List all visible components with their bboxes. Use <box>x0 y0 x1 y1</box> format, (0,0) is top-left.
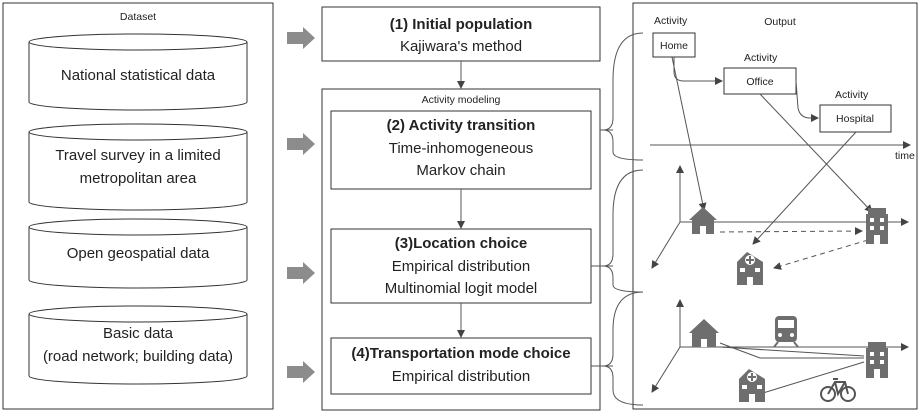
process-column: (1) Initial population Kajiwara's method… <box>321 6 613 411</box>
block-arrow-icon <box>287 262 315 284</box>
train-icon <box>773 316 799 348</box>
location-choice-line: Empirical distribution <box>392 258 530 275</box>
office-label: Office <box>746 76 773 88</box>
trip-dashed-line <box>773 239 869 270</box>
mode-choice-title: (4)Transportation mode choice <box>351 345 570 362</box>
dataset-cylinder-basic-data: Basic data (road network; building data) <box>28 305 248 385</box>
time-axis-label: time <box>895 150 915 162</box>
activity-transition-line: Time-inhomogeneous <box>389 140 534 157</box>
hospital-icon <box>739 369 765 402</box>
dataset-item-label: Basic data <box>103 325 174 342</box>
hospital-icon <box>737 252 763 285</box>
office-activity-box <box>723 67 797 95</box>
activity-label: Activity <box>744 52 778 64</box>
mode-route <box>762 361 865 394</box>
mode-axis-z <box>651 346 681 393</box>
activity-modeling-label: Activity modeling <box>422 94 501 106</box>
map-axis-z <box>651 221 681 269</box>
dataset-cylinder-travel-survey: Travel survey in a limited metropolitan … <box>28 123 248 211</box>
trip-dashed-line <box>719 227 863 236</box>
flow-arrows <box>287 27 315 383</box>
location-choice-line: Multinomial logit model <box>385 280 538 297</box>
dataset-cylinder-national: National statistical data <box>28 33 248 111</box>
mode-route <box>719 346 865 357</box>
initial-population-method: Kajiwara's method <box>400 38 522 55</box>
initial-population-title: (1) Initial population <box>390 16 533 33</box>
output-title: Output <box>764 16 796 28</box>
dataset-title: Dataset <box>120 11 156 23</box>
dataset-panel: Dataset National statistical data Travel… <box>2 2 274 410</box>
house-icon <box>689 207 717 234</box>
bicycle-icon <box>820 378 856 402</box>
location-choice-title: (3)Location choice <box>395 235 528 252</box>
house-icon <box>689 319 719 347</box>
brace-transition <box>602 32 644 161</box>
activity-transition-line: Markov chain <box>416 162 505 179</box>
office-building-icon <box>866 342 888 378</box>
projection-line <box>752 131 857 245</box>
block-arrow-icon <box>287 27 315 49</box>
home-activity-box <box>652 32 696 58</box>
transition-arrow <box>795 80 819 122</box>
mode-route <box>719 342 761 359</box>
dataset-item-label: Travel survey in a limited <box>55 147 220 164</box>
dataset-item-label: metropolitan area <box>80 170 197 187</box>
projection-line <box>759 93 873 213</box>
mode-choice-line: Empirical distribution <box>392 368 530 385</box>
dataset-item-label: (road network; building data) <box>43 348 233 365</box>
dataset-cylinder-open-geospatial: Open geospatial data <box>28 218 248 289</box>
dataset-item-label: National statistical data <box>61 67 216 84</box>
block-arrow-icon <box>287 361 315 383</box>
brace-mode <box>602 291 644 406</box>
activity-label: Activity <box>654 15 688 27</box>
projection-line <box>671 56 707 211</box>
home-label: Home <box>660 40 688 52</box>
output-panel: Output Activity Home Activity Office Act… <box>602 2 918 410</box>
mode-choice-box <box>330 337 592 395</box>
activity-transition-title: (2) Activity transition <box>387 117 536 134</box>
hospital-label: Hospital <box>836 113 874 125</box>
dataset-item-label: Open geospatial data <box>67 245 210 262</box>
activity-label: Activity <box>835 89 869 101</box>
office-building-icon <box>866 208 888 244</box>
activity-transition-box <box>330 110 592 190</box>
initial-population-box <box>321 6 601 62</box>
brace-location <box>602 169 644 293</box>
block-arrow-icon <box>287 133 315 155</box>
